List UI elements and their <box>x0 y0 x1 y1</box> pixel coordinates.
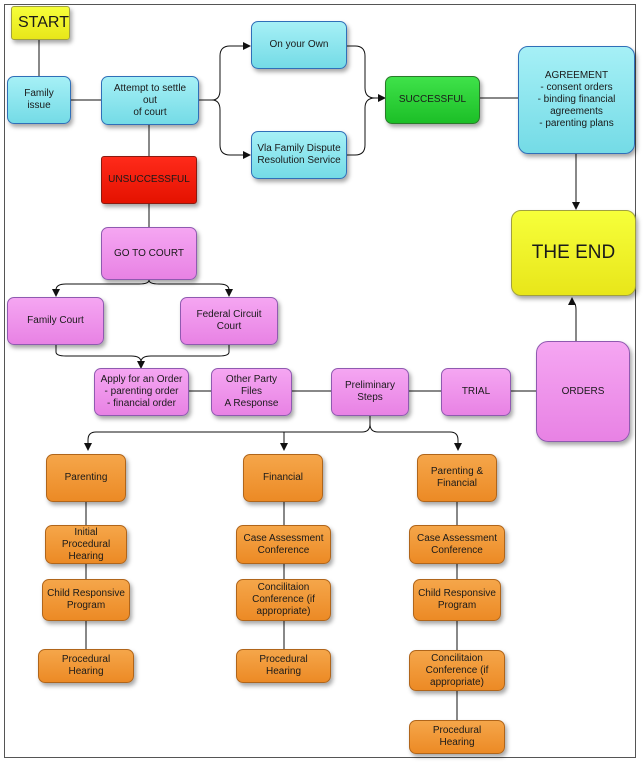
go-to-court-node: GO TO COURT <box>101 227 197 280</box>
line-federal-court-join <box>140 345 230 363</box>
line-family-court-join <box>55 345 145 369</box>
financial-case-assessment-node: Case Assessment Conference <box>236 525 331 564</box>
line-own-merge <box>347 45 386 102</box>
apply-order-node: Apply for an Order - parenting order - f… <box>94 368 189 416</box>
agreement-node: AGREEMENT - consent orders - binding fin… <box>518 46 635 154</box>
line-court-split-right <box>148 279 233 297</box>
financial-procedural-hearing-node: Procedural Hearing <box>236 649 331 683</box>
line-prelim-branch <box>84 415 371 451</box>
successful-node: SUCCESSFUL <box>385 76 480 124</box>
the-end-node: THE END <box>511 210 636 296</box>
pf-conciliation-node: Concilitaion Conference (if appropriate) <box>409 650 505 691</box>
trial-node: TRIAL <box>441 368 511 416</box>
other-party-node: Other Party Files A Response <box>211 368 292 416</box>
financial-node: Financial <box>243 454 323 502</box>
parenting-child-program-node: Child Responsive Program <box>42 579 130 621</box>
line-split-own <box>211 42 251 101</box>
line-fdrs-merge <box>347 97 376 156</box>
parenting-node: Parenting <box>46 454 126 502</box>
federal-circuit-court-node: Federal Circuit Court <box>180 297 278 345</box>
line-orders-end <box>568 297 577 341</box>
preliminary-steps-node: Preliminary Steps <box>331 368 409 416</box>
family-issue-node: Family issue <box>7 76 71 124</box>
diagram-border <box>4 4 636 758</box>
financial-conciliation-node: Concilitaion Conference (if appropriate) <box>236 579 331 621</box>
pf-procedural-hearing-node: Procedural Hearing <box>409 720 505 754</box>
line-split-fdrs <box>211 99 251 159</box>
orders-node: ORDERS <box>536 341 630 442</box>
family-court-node: Family Court <box>7 297 104 345</box>
on-your-own-node: On your Own <box>251 21 347 69</box>
unsuccessful-node: UNSUCCESSFUL <box>101 156 197 204</box>
attempt-settle-node: Attempt to settle out of court <box>101 76 199 125</box>
line-court-split-left <box>52 279 150 297</box>
parenting-initial-hearing-node: Initial Procedural Hearing <box>45 525 127 564</box>
line-prelim-branch-right <box>369 423 462 451</box>
start-node: START <box>11 6 70 40</box>
pf-child-program-node: Child Responsive Program <box>413 579 501 621</box>
pf-case-assessment-node: Case Assessment Conference <box>409 525 505 564</box>
fdrs-node: Vla Family Dispute Resolution Service <box>251 131 347 179</box>
parenting-procedural-hearing-node: Procedural Hearing <box>38 649 134 683</box>
parenting-financial-node: Parenting & Financial <box>417 454 497 502</box>
